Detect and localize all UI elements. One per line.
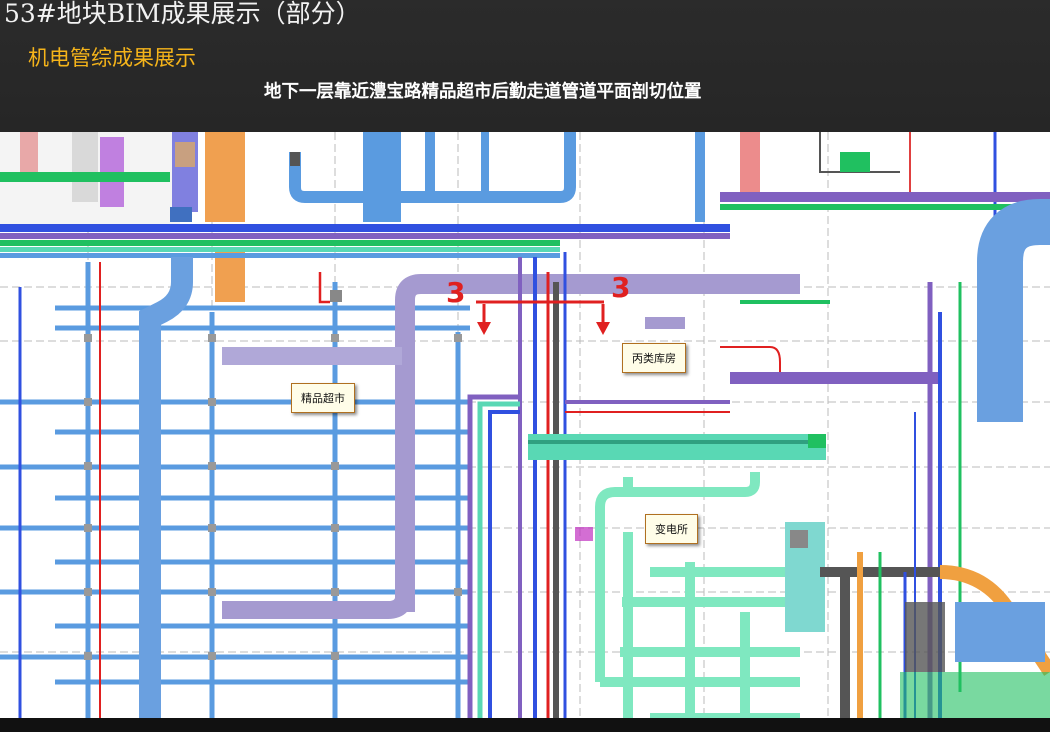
section-marker-right: 3 <box>611 271 631 304</box>
mep-floor-plan: 3 3 精品超市 丙类库房 变电所 <box>0 132 1050 718</box>
slide-footer <box>0 718 1050 732</box>
corridor-vertical-pipes <box>467 252 730 718</box>
valve-squares <box>84 334 462 660</box>
purple-branch-duct <box>222 347 402 365</box>
room-label-supermarket: 精品超市 <box>291 383 355 413</box>
section-cut-line <box>476 300 605 322</box>
substation-piping <box>595 472 800 718</box>
right-equipment-block <box>955 602 1045 662</box>
room-label-substation: 变电所 <box>645 514 698 544</box>
slide-header: 53#地块BIM成果展示（部分） 机电管综成果展示 地下一层靠近澧宝路精品超市后… <box>0 0 1050 132</box>
section-title: 机电管综成果展示 <box>28 46 196 70</box>
section-arrow-left <box>477 322 491 335</box>
section-marker-left: 3 <box>446 276 466 309</box>
teal-horizontal-duct <box>528 434 826 460</box>
main-pipe-trunk <box>0 192 1050 258</box>
mep-plan-drawing <box>0 132 1050 718</box>
top-equipment-area <box>0 132 997 302</box>
left-main-duct <box>139 257 193 718</box>
purple-exhaust-duct <box>395 274 800 612</box>
section-arrow-right <box>596 322 610 335</box>
room-label-warehouse: 丙类库房 <box>622 343 686 373</box>
slide-title: 53#地块BIM成果展示（部分） <box>4 0 361 28</box>
purple-duct-lower <box>222 591 414 619</box>
drawing-subtitle: 地下一层靠近澧宝路精品超市后勤走道管道平面剖切位置 <box>264 82 702 102</box>
